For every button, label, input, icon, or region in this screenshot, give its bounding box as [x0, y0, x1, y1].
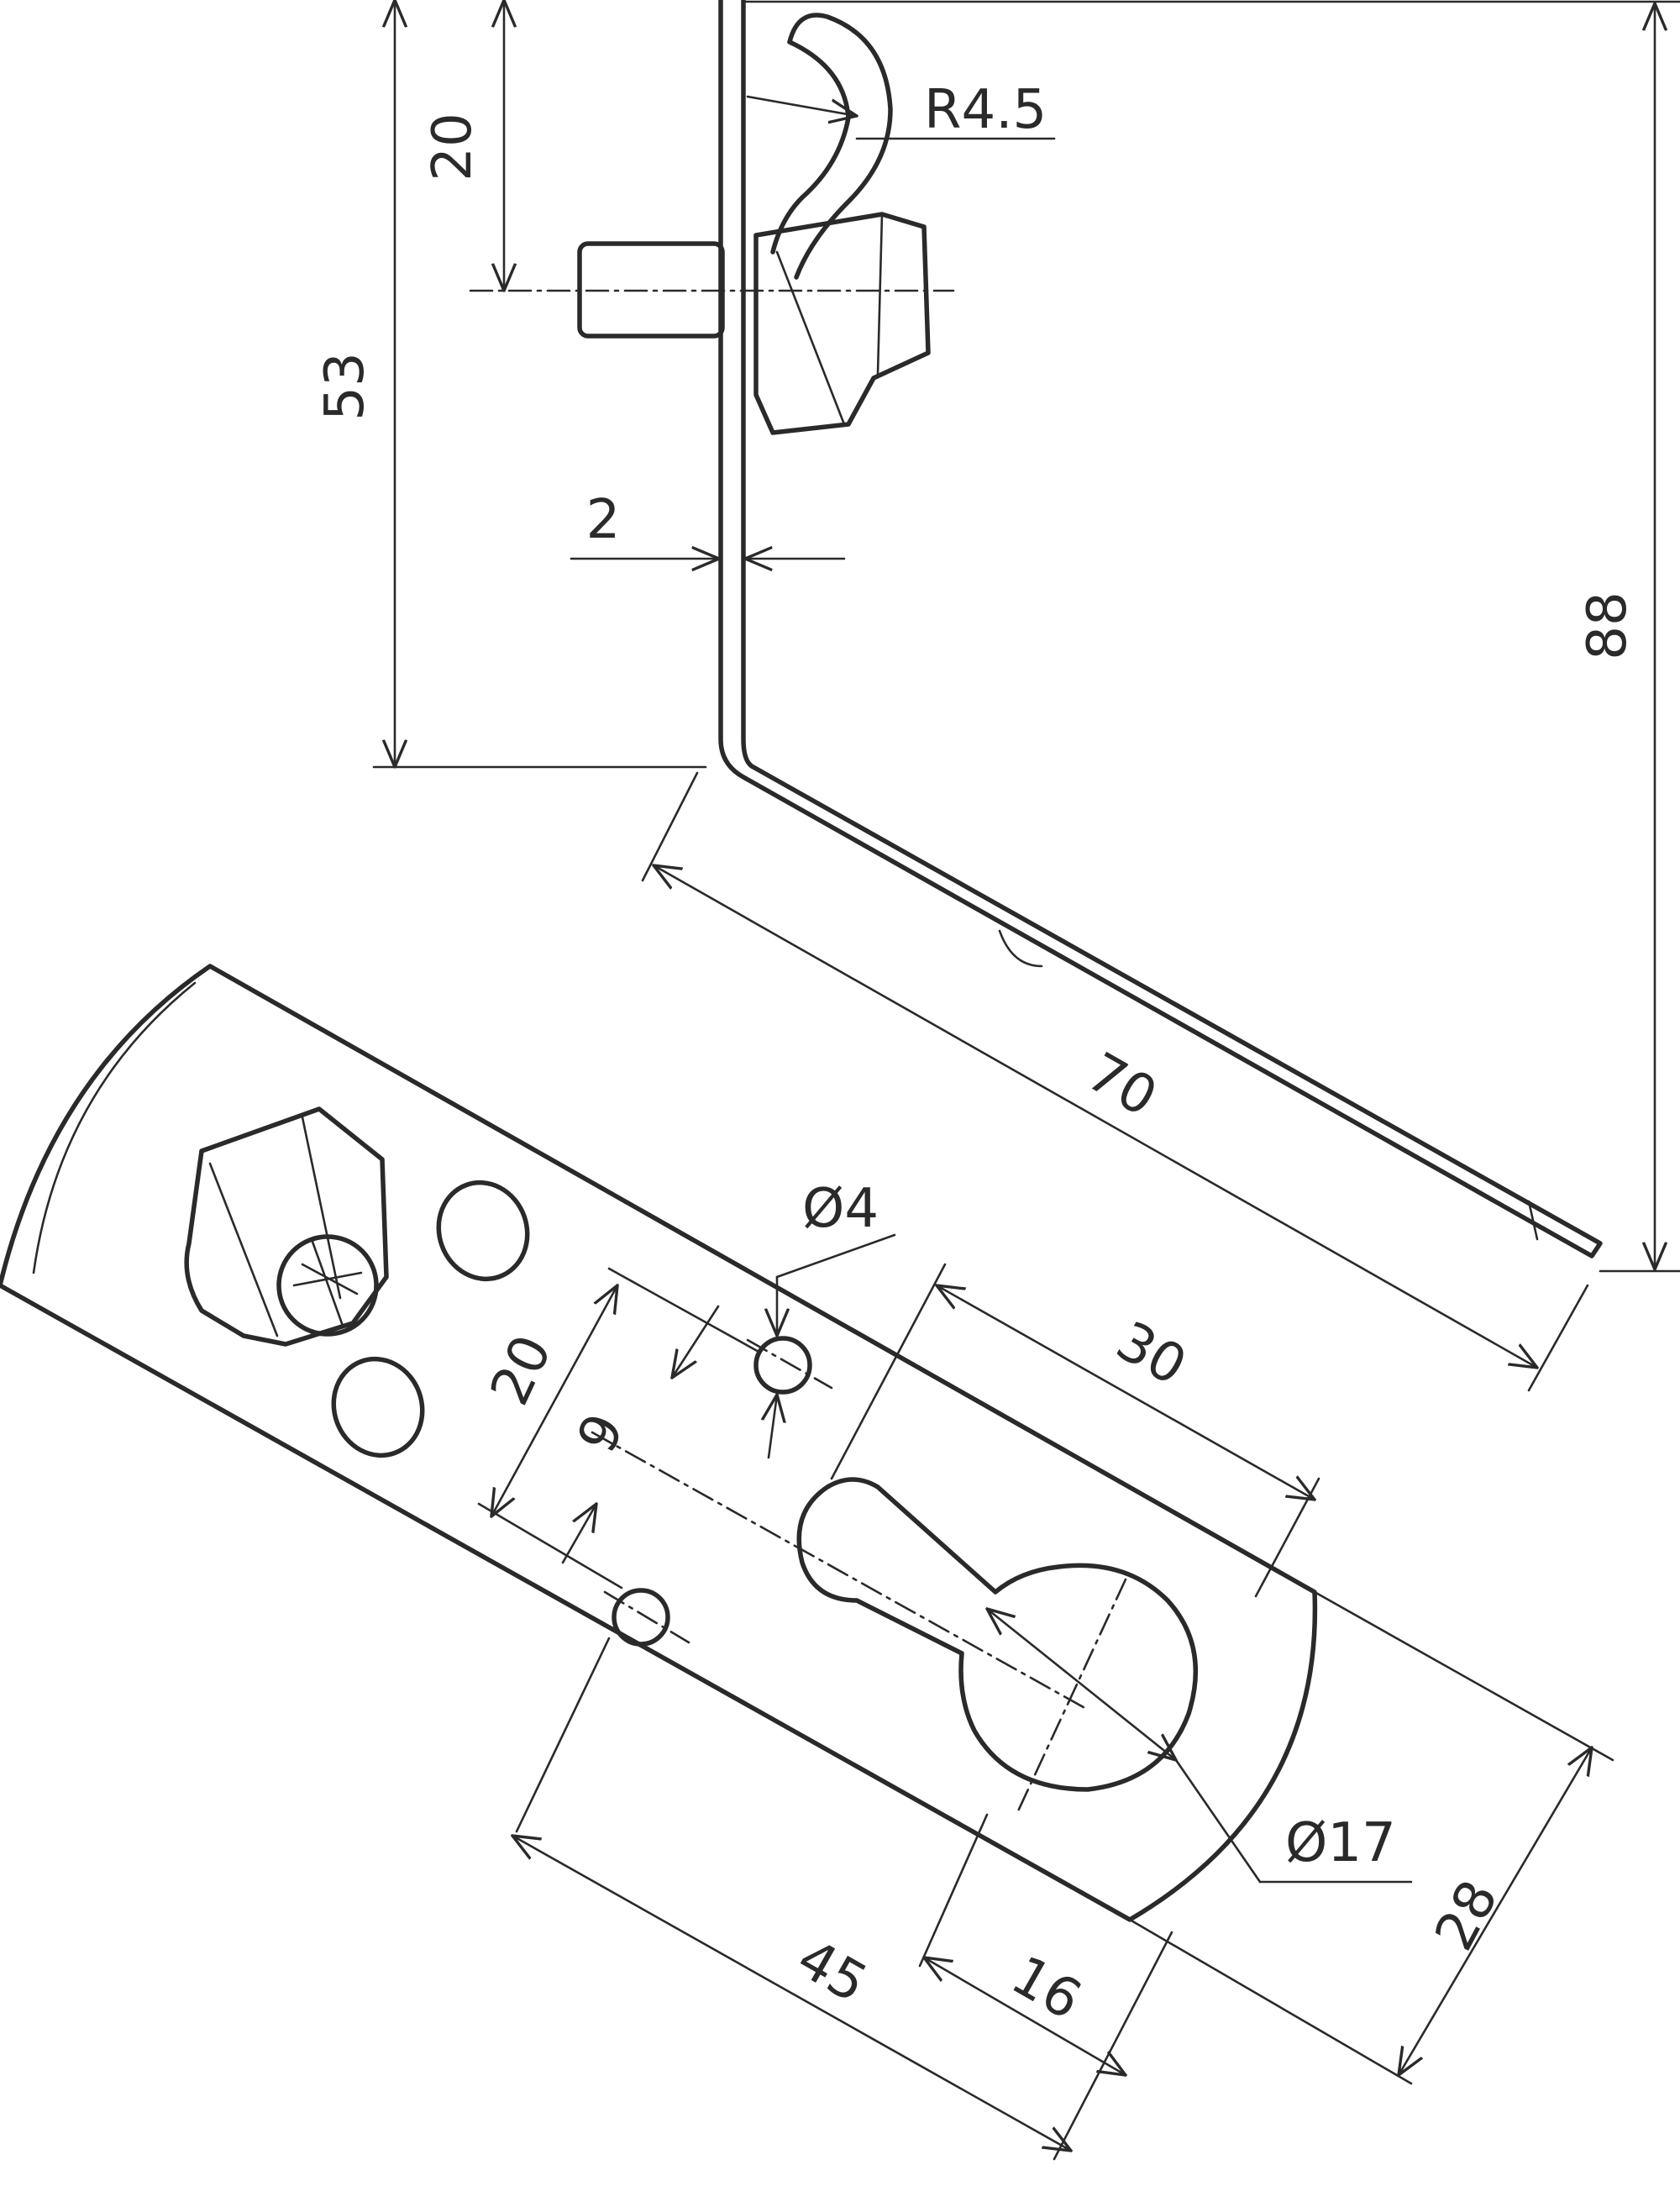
- dim-plan-28: 28: [1424, 1871, 1511, 1961]
- dim-plan-17: Ø17: [1285, 1812, 1396, 1874]
- bracket-profile: [718, 0, 1603, 1259]
- oval-opening-upper: [436, 1180, 530, 1282]
- dim-plan-45: 45: [787, 1927, 877, 2015]
- dim-side-53: 53: [314, 352, 376, 420]
- side-view: 20 53 2 R4.5 88 70: [314, 0, 1680, 1392]
- keyhole-slot: [796, 1477, 1199, 1792]
- dim-plan-30: 30: [1106, 1310, 1196, 1398]
- dim-plan-20: 20: [479, 1327, 564, 1415]
- dim-side-70: 70: [1077, 1041, 1167, 1129]
- dim-plan-16: 16: [1001, 1944, 1091, 2032]
- dim-side-radius: R4.5: [924, 79, 1047, 141]
- small-hole-lower: [612, 1588, 670, 1647]
- clamp-screw: [276, 1234, 379, 1337]
- dim-side-2: 2: [586, 489, 621, 551]
- small-hole-upper: [753, 1336, 812, 1395]
- plan-view: Ø17 Ø4 20 9 30 28 45 16: [0, 964, 1614, 2161]
- dim-side-88: 88: [1577, 591, 1639, 659]
- oval-opening-lower: [331, 1356, 425, 1458]
- dim-plan-9: 9: [566, 1405, 637, 1462]
- dim-plan-4: Ø4: [802, 1178, 879, 1240]
- dim-side-20: 20: [422, 113, 484, 181]
- clamp-nut: [753, 212, 931, 435]
